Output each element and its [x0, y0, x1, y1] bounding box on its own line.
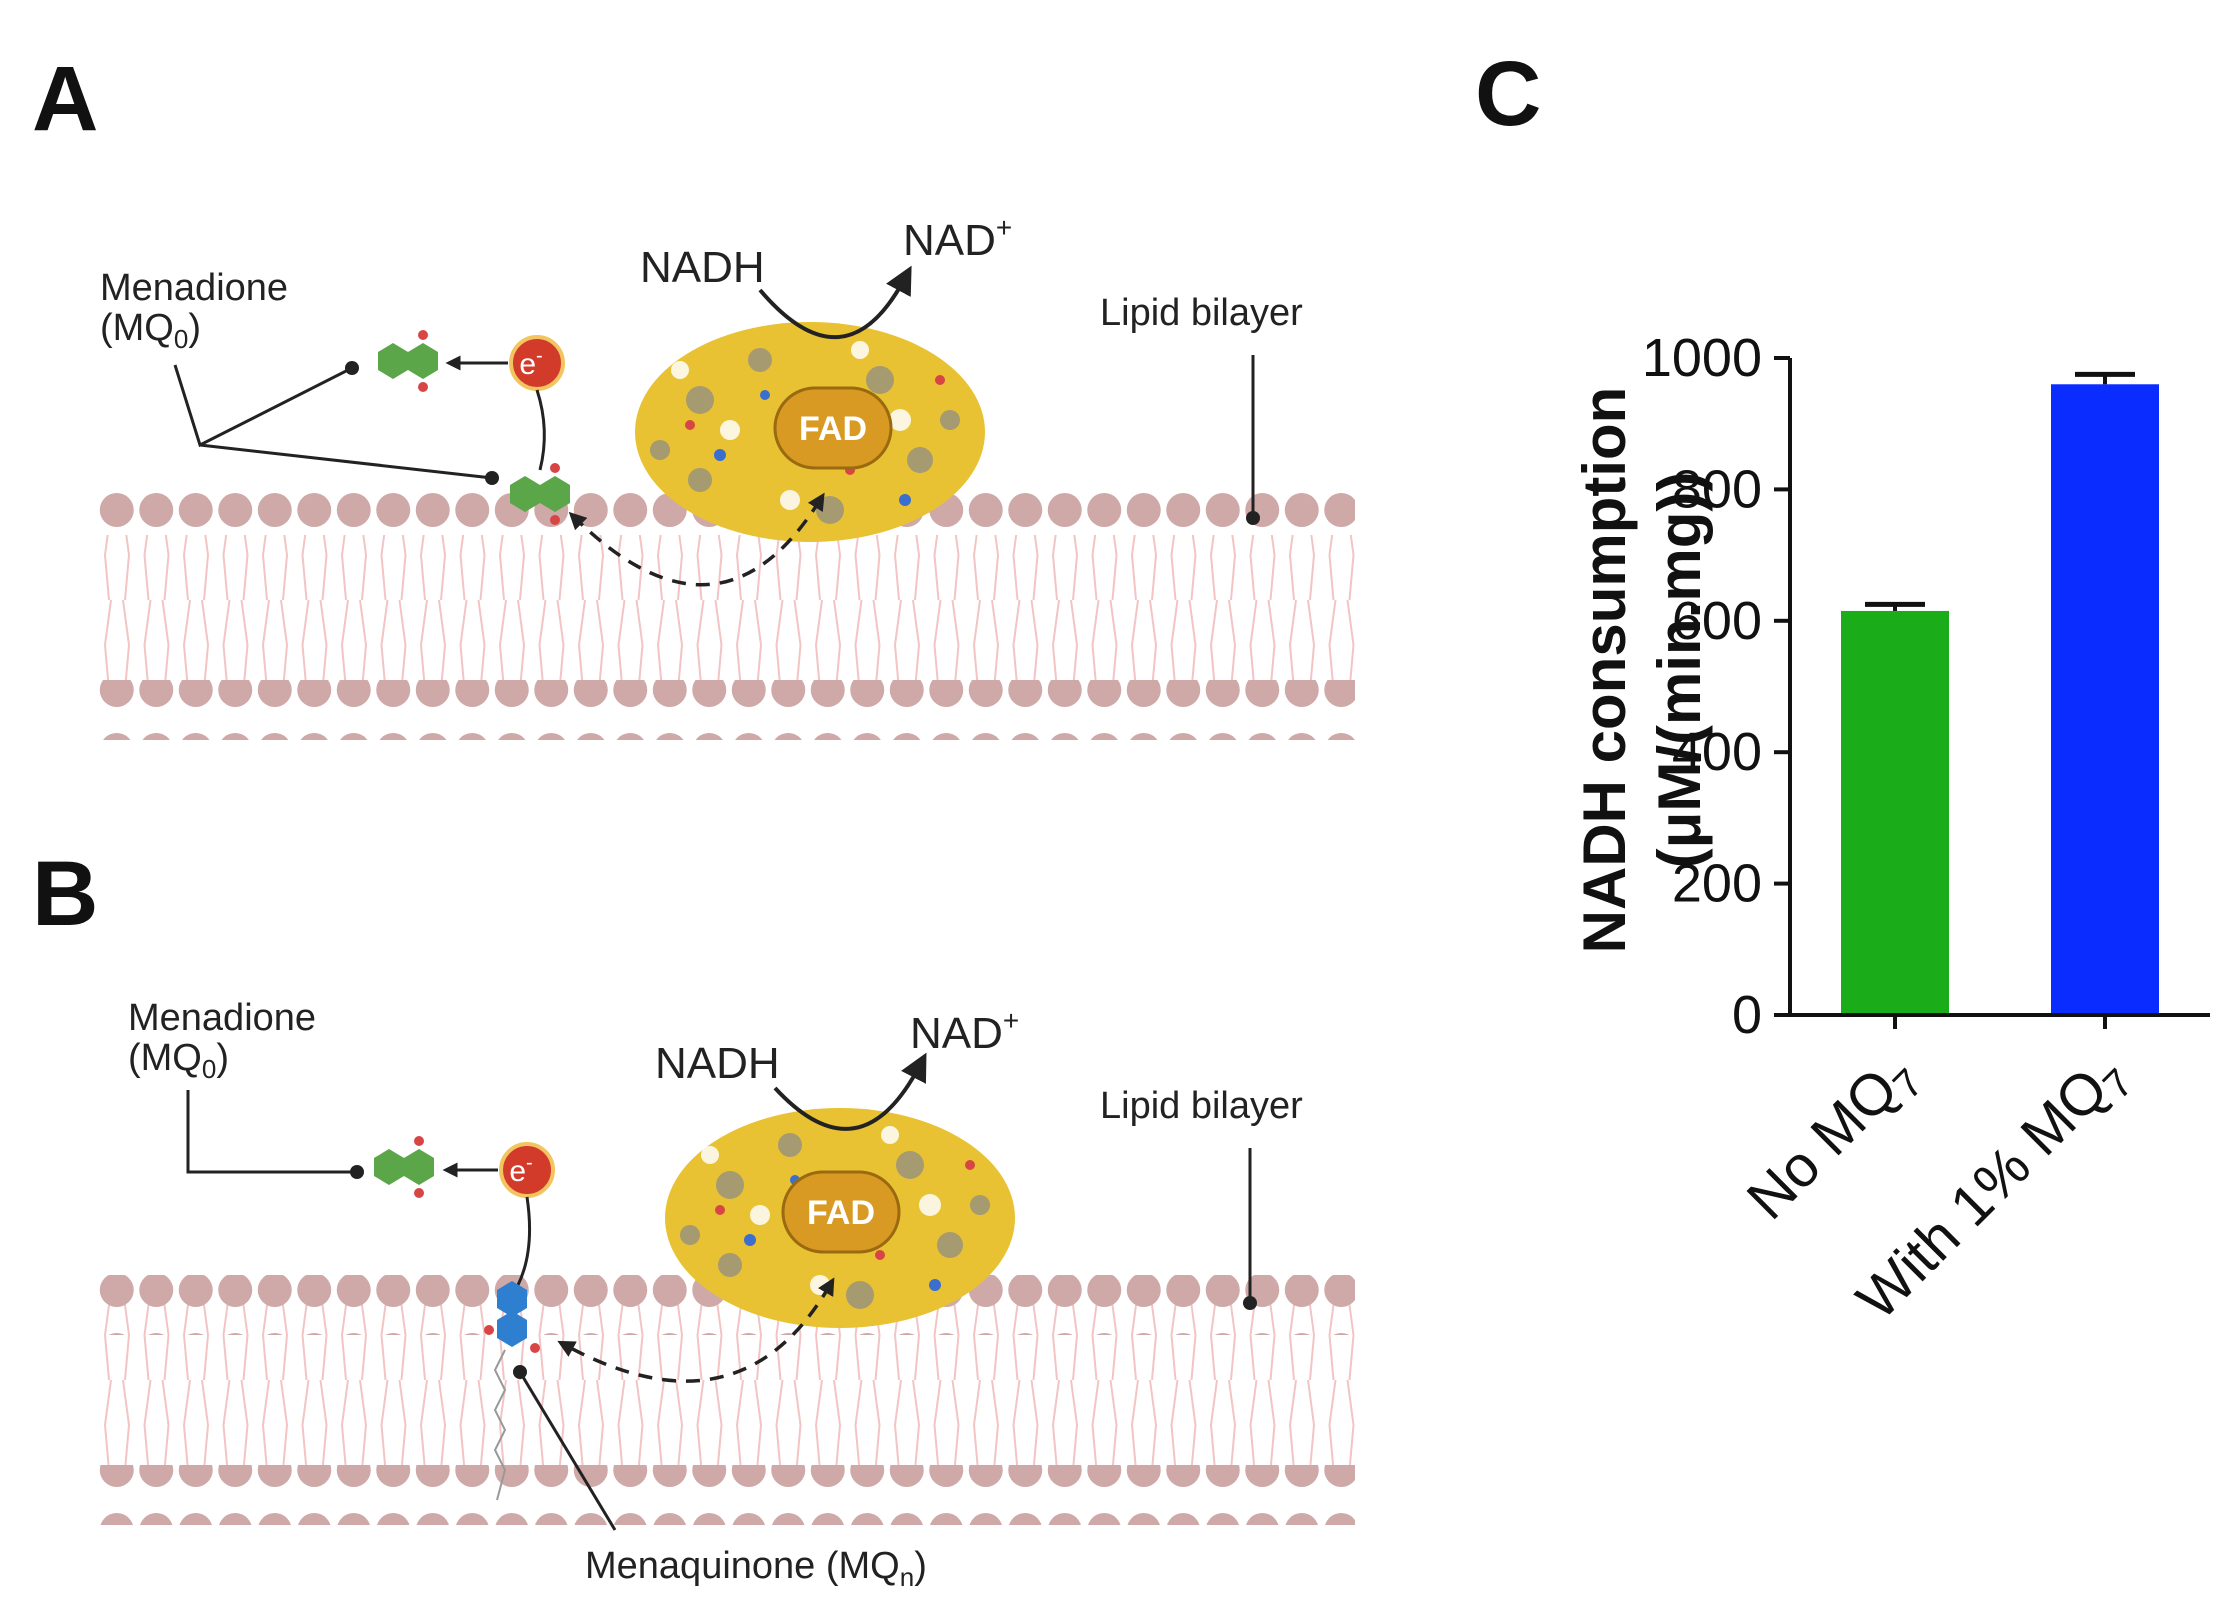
menadione-formula-a: (MQ0) — [100, 307, 201, 354]
fad-label: FAD — [799, 410, 867, 448]
leader-line — [186, 1090, 357, 1174]
menadione-label: Menadione — [100, 267, 288, 309]
nadh-label: NADH — [655, 1039, 780, 1088]
menadione-formula: (MQ — [100, 307, 174, 349]
dashed-electron-return-arrow — [568, 492, 825, 587]
menaquinone-label-b: Menaquinone (MQn) — [585, 1545, 927, 1592]
electron-label-b: e- — [509, 1152, 532, 1188]
electron-icon — [499, 1142, 555, 1198]
electron-source-line — [535, 389, 546, 471]
x-category-label-main: No MQ — [1735, 1056, 1911, 1232]
menadione-sub: 0 — [174, 324, 188, 354]
bars — [1841, 371, 2159, 1029]
leader-dot — [350, 1165, 364, 1179]
fad-label: FAD — [807, 1194, 875, 1232]
lipid-bilayer-label: Lipid bilayer — [1100, 1085, 1303, 1127]
menadione-sub: 0 — [202, 1054, 216, 1084]
x-category-label: No MQ7 — [1735, 1040, 1932, 1237]
y-axis-ticks: 0 200 400 600 800 1000 — [1642, 328, 1790, 1045]
panel-letter-c: C — [1475, 43, 1541, 145]
y-axis-title-line1: NADH consumption — [1571, 387, 1638, 954]
panel-a: A FAD — [32, 48, 1355, 740]
electron-icon — [509, 335, 565, 391]
nadh-oxidation-arrow — [758, 265, 912, 340]
electron-source-line — [516, 1196, 532, 1286]
bar-with-mq7 — [2051, 384, 2159, 1015]
menadione-label: Menadione — [128, 997, 316, 1039]
nad-plus-label-b: NAD+ — [910, 1005, 1019, 1058]
bar-chart: NADH consumption (μM/(min.mg)) 0 200 400 60… — [1571, 328, 2210, 1332]
nad-sup: + — [996, 212, 1012, 243]
y-tick-label: 800 — [1672, 459, 1762, 519]
electron-e: e — [509, 1155, 526, 1188]
y-axis-title-line2: (μM/(min.mg)) — [1646, 472, 1713, 869]
lipid-heads-bottom — [95, 1465, 1355, 1525]
lipid-heads-bottom — [95, 680, 1355, 740]
leader-line — [518, 1371, 617, 1531]
menaquinone-sub: n — [900, 1562, 914, 1592]
y-tick-label: 600 — [1672, 591, 1762, 651]
menadione-molecule-top — [378, 330, 438, 392]
nadh-oxidation-arrow — [773, 1052, 927, 1131]
panel-b: B FAD NA — [32, 843, 1355, 1592]
menaquinone-close: ) — [914, 1545, 927, 1587]
leader-dot — [485, 471, 499, 485]
leader-dot — [1243, 1296, 1257, 1310]
leader-line — [173, 364, 353, 448]
lipid-tails — [95, 535, 1355, 695]
fad-cofactor — [781, 1170, 901, 1254]
nadh-label: NADH — [640, 243, 765, 292]
y-axis-title: NADH consumption (μM/(min.mg)) — [1571, 387, 1713, 954]
protein-a: FAD — [635, 322, 985, 542]
protein-b: FAD — [665, 1108, 1015, 1328]
menadione-molecule — [374, 1136, 434, 1198]
dashed-electron-return-arrow — [557, 1277, 835, 1383]
leader-dot — [1246, 511, 1260, 525]
leader-dot — [513, 1365, 527, 1379]
panel-c: C NADH consumption (μM/(min.mg)) 0 200 400… — [1475, 43, 2210, 1332]
electron-sup: - — [536, 345, 543, 367]
menaquinone-molecule — [484, 1281, 540, 1501]
panel-letter-b: B — [32, 843, 98, 945]
y-tick-label: 1000 — [1642, 328, 1762, 388]
electron-label-a: e- — [519, 345, 542, 381]
menadione-close: ) — [216, 1037, 229, 1079]
menadione-formula: (MQ — [128, 1037, 202, 1079]
menadione-close: ) — [188, 307, 201, 349]
leader-dot — [345, 361, 359, 375]
nad-label: NAD — [910, 1009, 1003, 1058]
electron-sup: - — [526, 1152, 533, 1174]
lipid-bilayer-label: Lipid bilayer — [1100, 292, 1303, 334]
y-tick-label: 400 — [1672, 722, 1762, 782]
electron-e: e — [519, 348, 536, 381]
bar-no-mq7 — [1841, 610, 1949, 1015]
fad-cofactor — [773, 386, 893, 470]
leader-line — [199, 443, 493, 480]
y-tick-label: 0 — [1732, 985, 1762, 1045]
y-tick-label: 200 — [1672, 854, 1762, 914]
panel-letter-a: A — [32, 48, 98, 150]
menadione-formula-b: (MQ0) — [128, 1037, 229, 1084]
lipid-bilayer-b — [95, 1275, 1355, 1525]
menaquinone-label: Menaquinone (MQ — [585, 1545, 900, 1587]
nad-sup: + — [1003, 1005, 1019, 1036]
nad-plus-label-a: NAD+ — [903, 212, 1012, 265]
menadione-molecule-membrane — [510, 463, 570, 525]
nad-label: NAD — [903, 216, 996, 265]
